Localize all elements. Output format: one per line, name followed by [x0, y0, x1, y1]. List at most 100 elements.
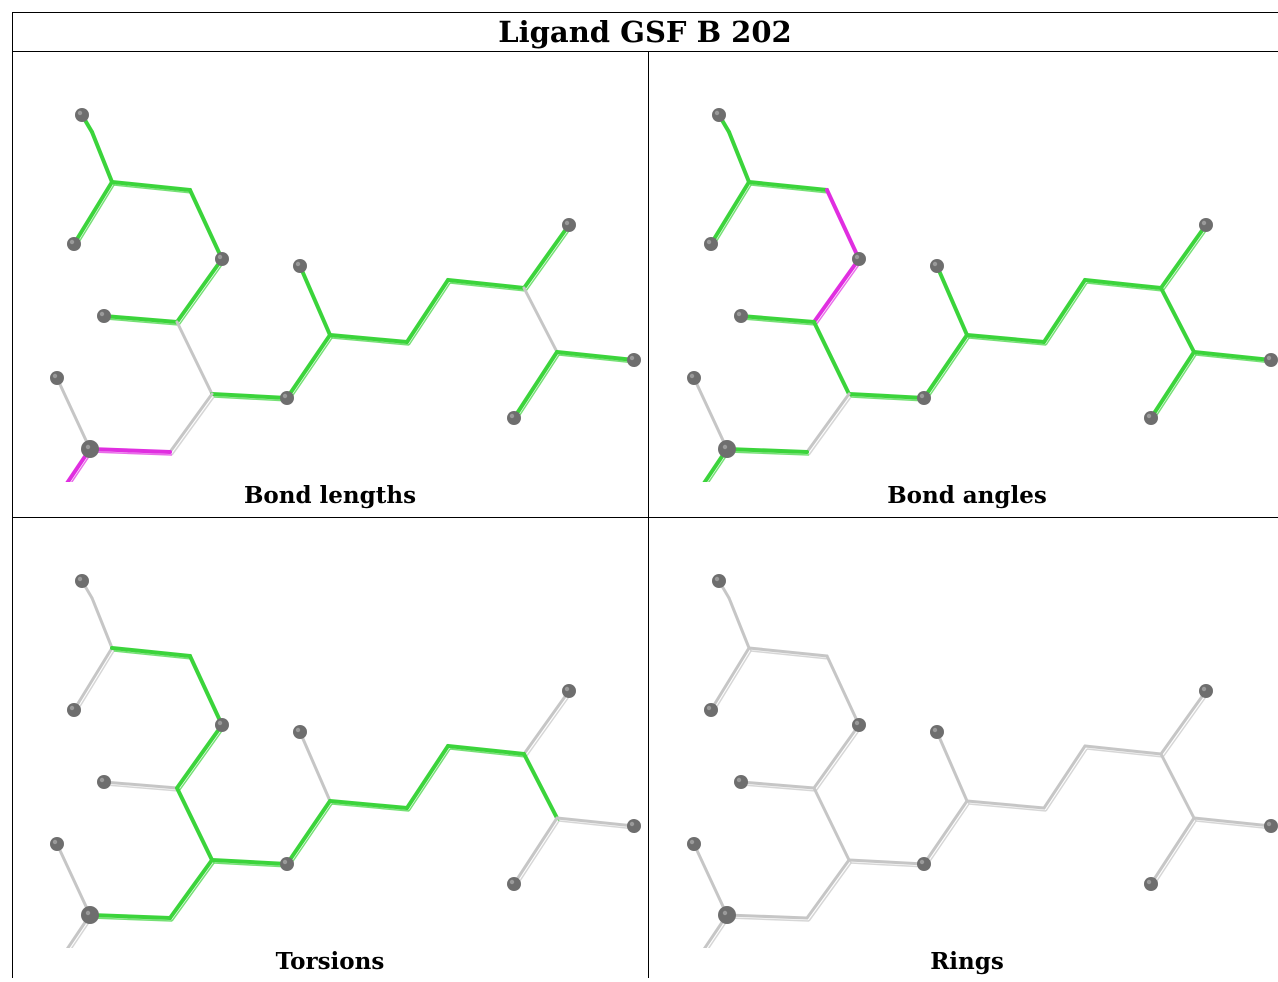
bond-shadow — [449, 282, 527, 292]
atom-highlight — [1146, 879, 1152, 885]
atom-highlight — [932, 727, 938, 733]
atom-highlight — [714, 576, 720, 582]
atom-highlight — [69, 705, 75, 711]
bond-shadow — [850, 396, 927, 402]
bond-good — [405, 278, 450, 344]
bond-shadow — [288, 337, 333, 402]
bond-neutral — [847, 858, 926, 866]
bond-shadow — [1086, 282, 1164, 292]
atom-sphere — [712, 108, 726, 122]
atom-sphere — [67, 237, 81, 251]
bond-good — [446, 744, 526, 756]
atom-highlight — [1201, 686, 1207, 692]
bond-shadow — [815, 324, 852, 398]
bond-shadow — [93, 134, 115, 186]
bond-neutral — [747, 646, 829, 658]
atom-sphere — [930, 725, 944, 739]
atom-highlight — [509, 879, 515, 885]
bond-good — [88, 913, 172, 920]
row-divider — [12, 517, 1278, 518]
bond-shadow — [850, 862, 927, 868]
atom-sphere — [1264, 819, 1278, 833]
bond-shadow — [515, 820, 560, 888]
bond-shadow — [105, 318, 180, 326]
bond-shadow — [91, 451, 173, 456]
atom-highlight — [1146, 413, 1152, 419]
bond-shadow — [1045, 748, 1088, 812]
atom-sphere — [75, 108, 89, 122]
bond-good — [285, 333, 332, 400]
bond-shadow — [1086, 748, 1164, 758]
atom-sphere — [507, 411, 521, 425]
atom-sphere — [1264, 353, 1278, 367]
atom-sphere — [704, 703, 718, 717]
bond-shadow — [1195, 354, 1274, 364]
bond-good — [702, 447, 729, 482]
atom-highlight — [1201, 220, 1207, 226]
atom-sphere — [930, 259, 944, 273]
bond-good — [405, 744, 450, 810]
bond-good — [110, 646, 192, 658]
atom-highlight — [77, 576, 83, 582]
atom-highlight — [217, 720, 223, 726]
atom-sphere — [97, 309, 111, 323]
atom-sphere — [81, 906, 99, 924]
molecule-bond-lengths — [50, 108, 641, 482]
bond-shadow — [191, 192, 225, 263]
atom-sphere — [50, 837, 64, 851]
atom-highlight — [706, 705, 712, 711]
table-frame — [12, 12, 1278, 978]
bond-shadow — [525, 290, 560, 356]
atom-sphere — [1144, 411, 1158, 425]
bond-neutral — [66, 913, 92, 948]
atom-sphere — [718, 440, 736, 458]
bond-shadow — [171, 396, 215, 456]
atom-sphere — [50, 371, 64, 385]
bond-shadow — [213, 396, 290, 402]
caption-torsions: Torsions — [275, 948, 385, 975]
bond-shadow — [695, 846, 730, 919]
bond-shadow — [58, 846, 93, 919]
bond-neutral — [1042, 744, 1087, 810]
atom-highlight — [689, 839, 695, 845]
bond-shadow — [70, 451, 93, 482]
bond-good — [847, 392, 926, 400]
bond-shadow — [750, 184, 830, 194]
bond-shadow — [1162, 227, 1209, 292]
bond-shadow — [938, 734, 970, 805]
bond-shadow — [171, 862, 215, 922]
bond-neutral — [512, 816, 559, 886]
atom-highlight — [722, 444, 728, 450]
bond-shadow — [113, 650, 193, 660]
bond-good — [747, 180, 829, 192]
atom-sphere — [75, 574, 89, 588]
molecule-rings — [687, 574, 1278, 948]
bond-neutral — [725, 913, 809, 920]
bond-shadow — [1152, 354, 1197, 422]
bond-good — [168, 858, 214, 920]
molecule-torsions — [50, 574, 641, 948]
atom-sphere — [734, 309, 748, 323]
atom-highlight — [564, 220, 570, 226]
atom-highlight — [509, 413, 515, 419]
bond-neutral — [805, 392, 851, 454]
bond-good — [522, 223, 571, 290]
bond-shadow — [730, 600, 752, 652]
atom-sphere — [627, 819, 641, 833]
bond-neutral — [1192, 816, 1273, 828]
bond-shadow — [301, 734, 333, 805]
bond-good — [328, 799, 409, 810]
bond-good — [555, 350, 636, 362]
bond-shadow — [712, 650, 752, 714]
atom-highlight — [736, 777, 742, 783]
panel-bond-lengths: Bond lengths — [12, 52, 648, 516]
bond-neutral — [1149, 816, 1196, 886]
bond-neutral — [709, 646, 751, 712]
bond-shadow — [925, 803, 970, 868]
atom-highlight — [714, 110, 720, 116]
bond-shadow — [105, 784, 180, 792]
bond-shadow — [525, 227, 572, 292]
bond-good — [72, 180, 114, 246]
bond-good — [922, 333, 969, 400]
bond-outlier — [88, 447, 172, 454]
